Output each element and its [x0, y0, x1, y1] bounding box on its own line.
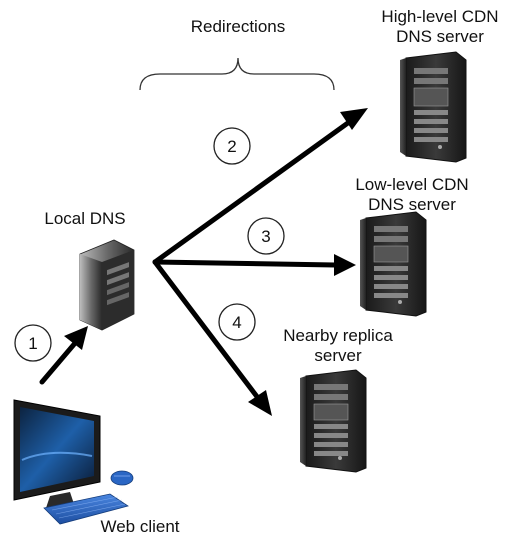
- web-client-label: Web client: [100, 517, 179, 536]
- redirections-brace: [139, 57, 335, 91]
- arrowhead-1: [64, 326, 88, 350]
- redirections-label: Redirections: [191, 17, 286, 36]
- step-4-circle: 4: [218, 303, 256, 341]
- low-level-cdn-label-line2: DNS server: [368, 195, 456, 214]
- replica-server-label-line2: server: [314, 346, 362, 365]
- arrow-local-to-low-level: [152, 259, 338, 268]
- replica-server-label-line1: Nearby replica: [283, 326, 393, 345]
- arrowhead-2: [340, 108, 368, 130]
- step-1-circle: 1: [14, 324, 52, 362]
- step-3-circle: 3: [247, 217, 285, 255]
- arrowhead-3: [334, 254, 356, 276]
- step-4-number: 4: [232, 313, 241, 332]
- high-level-cdn-label-line2: DNS server: [396, 27, 484, 46]
- local-dns-server-icon: [79, 239, 135, 331]
- replica-server-icon: [300, 369, 367, 473]
- arrowhead-4: [248, 390, 272, 416]
- low-level-cdn-label-line1: Low-level CDN: [355, 175, 468, 194]
- arrow-client-to-local-dns: [39, 339, 79, 385]
- step-2-number: 2: [227, 137, 236, 156]
- arrow-local-to-replica: [152, 259, 261, 401]
- high-level-cdn-server-icon: [400, 51, 467, 163]
- step-1-number: 1: [28, 334, 37, 353]
- low-level-cdn-server-icon: [360, 211, 427, 317]
- high-level-cdn-label-line1: High-level CDN: [381, 7, 498, 26]
- step-2-circle: 2: [213, 127, 251, 165]
- arrow-local-to-high-level: [152, 117, 355, 265]
- local-dns-label: Local DNS: [44, 209, 125, 228]
- step-3-number: 3: [261, 227, 270, 246]
- web-client-computer-icon: [13, 399, 134, 525]
